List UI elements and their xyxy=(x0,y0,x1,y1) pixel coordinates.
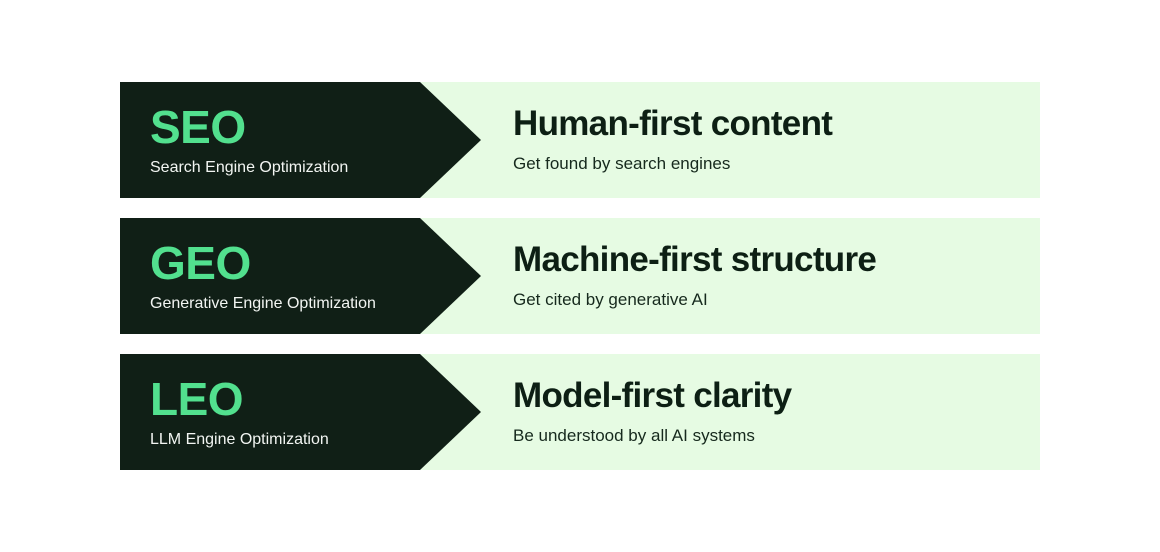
acronym-label: LEO xyxy=(150,372,244,425)
row-subtitle: Be understood by all AI systems xyxy=(513,426,755,446)
row-headline: Human-first content xyxy=(513,104,833,144)
row-subtitle: Get cited by generative AI xyxy=(513,290,708,310)
chevron-panel-geo: GEO Generative Engine Optimization xyxy=(120,218,481,334)
acronym-label: SEO xyxy=(150,100,246,153)
row-headline: Model-first clarity xyxy=(513,376,792,416)
chevron-panel-leo: LEO LLM Engine Optimization xyxy=(120,354,481,470)
row-content-seo: Human-first content Get found by search … xyxy=(513,82,1040,198)
infographic-row: SEO Search Engine Optimization Human-fir… xyxy=(120,82,1040,198)
optimization-comparison-infographic: SEO Search Engine Optimization Human-fir… xyxy=(120,82,1040,470)
acronym-expansion-label: Generative Engine Optimization xyxy=(150,294,376,312)
row-subtitle: Get found by search engines xyxy=(513,154,731,174)
acronym-expansion-label: Search Engine Optimization xyxy=(150,158,349,176)
chevron-content: GEO Generative Engine Optimization xyxy=(150,218,415,334)
infographic-row: LEO LLM Engine Optimization Model-first … xyxy=(120,354,1040,470)
row-content-leo: Model-first clarity Be understood by all… xyxy=(513,354,1040,470)
infographic-row: GEO Generative Engine Optimization Machi… xyxy=(120,218,1040,334)
acronym-expansion-label: LLM Engine Optimization xyxy=(150,430,329,448)
chevron-content: SEO Search Engine Optimization xyxy=(150,82,415,198)
chevron-content: LEO LLM Engine Optimization xyxy=(150,354,415,470)
row-headline: Machine-first structure xyxy=(513,240,877,280)
acronym-label: GEO xyxy=(150,236,251,289)
chevron-panel-seo: SEO Search Engine Optimization xyxy=(120,82,481,198)
row-content-geo: Machine-first structure Get cited by gen… xyxy=(513,218,1040,334)
